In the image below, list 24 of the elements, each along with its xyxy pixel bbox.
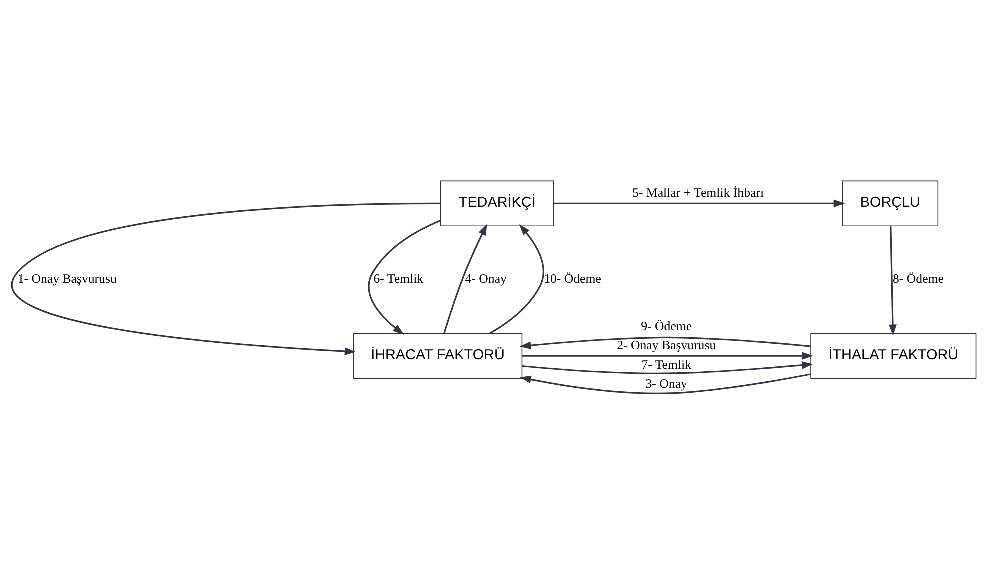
node-box: İHRACAT FAKTORÜ xyxy=(353,332,523,378)
node-box: BORÇLU xyxy=(842,180,939,226)
edge-label: 10- Ödeme xyxy=(544,271,602,286)
arrow xyxy=(12,202,441,355)
edge-label: 1- Onay Başvurusu xyxy=(18,271,117,286)
arrow xyxy=(490,224,544,334)
arrow xyxy=(520,336,812,350)
edge-label: 9- Ödeme xyxy=(641,318,692,333)
arrow xyxy=(522,352,814,360)
edge-label: 6- Temlik xyxy=(374,271,424,286)
arrow xyxy=(554,199,846,208)
node-box: TEDARİKÇİ xyxy=(440,180,554,226)
edge-label: 7- Temlik xyxy=(642,357,692,372)
edge-label: 3- Onay xyxy=(646,376,688,391)
arrow xyxy=(522,360,814,374)
edge-label: 2- Onay Başvurusu xyxy=(617,338,716,352)
node-box: İTHALAT FAKTORÜ xyxy=(810,332,977,378)
arrow xyxy=(520,373,811,394)
arrow xyxy=(889,226,897,336)
arrow xyxy=(444,224,488,334)
edge-label: 4- Onay xyxy=(465,271,507,286)
arrow xyxy=(368,220,441,334)
edge-label: 8- Ödeme xyxy=(893,271,944,286)
edge-label: 5- Mallar + Temlik İhbarı xyxy=(632,186,764,200)
